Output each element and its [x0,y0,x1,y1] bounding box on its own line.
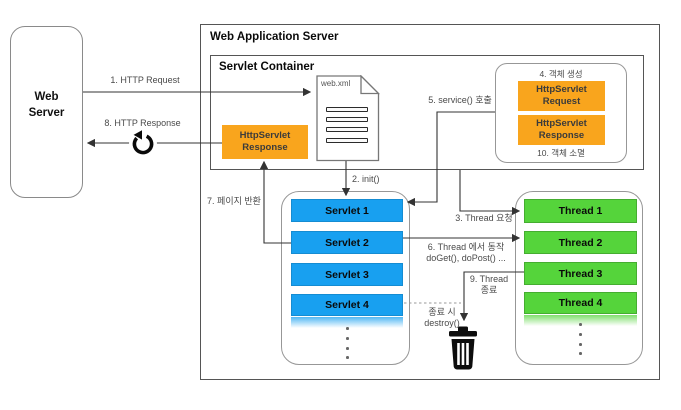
trash-icon [449,326,477,370]
doc-line [326,107,368,112]
label-thread-end-line2: 종료 [480,285,498,296]
servlet-ellipsis-dot [346,327,349,330]
label-thread-end: 9. Thread 종료 [462,274,516,297]
response2-line1: HttpServlet [536,118,587,130]
servlet-4-box: Servlet 4 [291,294,403,316]
response2-line2: Response [538,130,585,141]
servlet-ellipsis-dot [346,347,349,350]
servlet-3-box: Servlet 3 [291,263,403,286]
servlet-ellipsis-dot [346,337,349,340]
servlet-2-box: Servlet 2 [291,231,403,254]
request-line1: HttpServlet [536,84,587,96]
thread-3-box: Thread 3 [524,262,637,285]
label-thread-operate-line1: 6. Thread 에서 동작 [427,242,505,252]
servlet-1-box: Servlet 1 [291,199,403,222]
webxml-label: web.xml [321,79,351,88]
http-servlet-response-box: HttpServlet Response [222,125,308,159]
servlet-fade [291,317,403,328]
thread-ellipsis-dot [579,343,582,346]
thread-ellipsis-dot [579,333,582,336]
label-thread-operate: 6. Thread 에서 동작 doGet(), doPost() ... [410,242,522,265]
http-servlet-request-object-box: HttpServlet Request [518,81,605,111]
label-init: 2. init() [352,174,380,184]
label-thread-request: 3. Thread 요청 [455,213,513,223]
label-http-response: 8. HTTP Response [104,118,181,128]
servlet-ellipsis-dot [346,356,349,359]
refresh-icon [129,130,157,158]
request-line2: Request [542,96,581,107]
label-page-return: 7. 페이지 반환 [207,196,261,206]
label-destroy-line2: destroy() [424,318,460,329]
object-lifecycle-box: 4. 객체 생성 [495,63,627,163]
webxml-content-lines [326,107,368,148]
label-thread-end-line1: 9. Thread [469,274,509,284]
thread-2-box: Thread 2 [524,231,637,254]
label-destroy-line1: 종료 시 [428,307,456,317]
doc-line [326,127,368,133]
label-service-call: 5. service() 호출 [428,95,492,105]
thread-4-box: Thread 4 [524,292,637,314]
label-thread-operate-line2: doGet(), doPost() ... [426,253,506,264]
http-servlet-response-object-box: HttpServlet Response [518,115,605,145]
object-destroy-label: 10. 객체 소멸 [537,148,585,158]
thread-fade [524,315,637,326]
response-line1: HttpServlet [239,130,291,142]
doc-line [326,137,368,143]
web-server-label-line2: Server [28,107,65,120]
web-server-box: Web Server [10,26,83,198]
object-create-label: 4. 객체 생성 [539,69,583,79]
thread-ellipsis-dot [579,323,582,326]
thread-1-box: Thread 1 [524,199,637,223]
thread-ellipsis-dot [579,352,582,355]
doc-line [326,117,368,123]
response-line2: Response [242,142,288,153]
web-server-label-line1: Web [34,91,59,103]
label-http-request: 1. HTTP Request [110,75,180,85]
servlet-container-title: Servlet Container [219,61,315,73]
label-destroy: 종료 시 destroy() [414,307,470,330]
was-title: Web Application Server [210,31,339,43]
